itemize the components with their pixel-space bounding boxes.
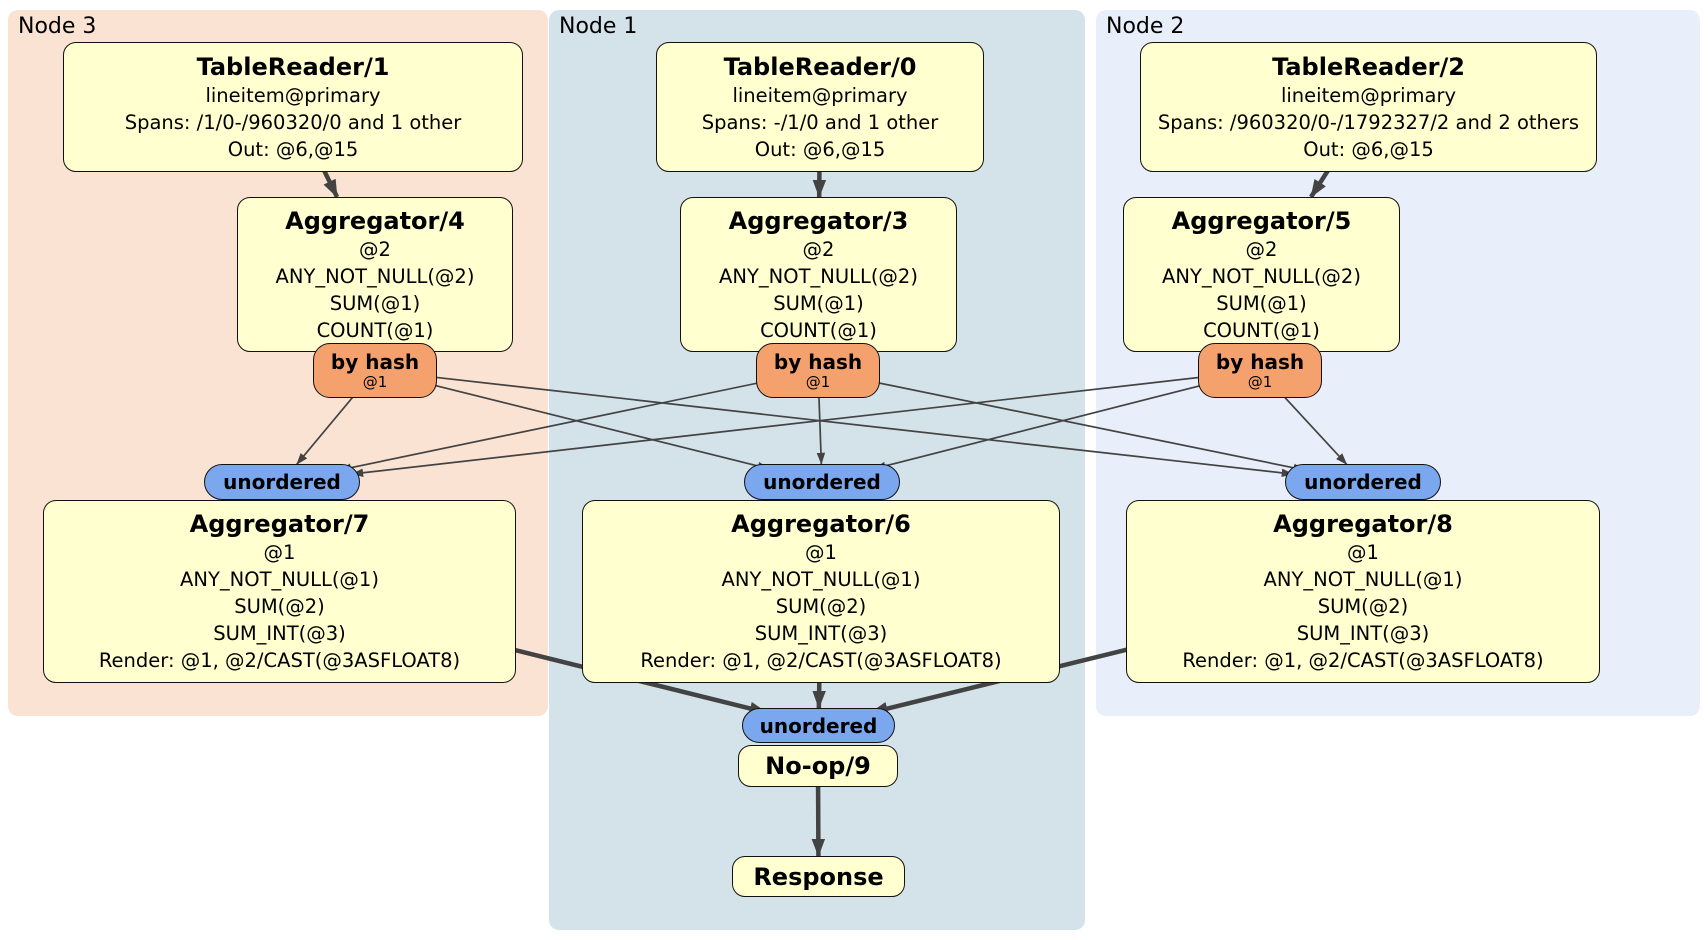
node-title: unordered [1304,470,1422,494]
node-title: Response [753,862,884,891]
node-line: ANY_NOT_NULL(@2) [275,264,475,288]
node-line: SUM(@2) [1317,595,1409,618]
node-line: lineitem@primary [732,83,908,107]
node-line: Out: @6,@15 [1303,137,1434,161]
node-subtitle: @1 [362,373,388,391]
node-line: COUNT(@1) [1203,318,1320,342]
edge-byhash4-unordered6 [374,369,770,471]
edge-byhash5-unordered7 [351,369,1261,477]
node-title: Aggregator/8 [1273,510,1453,538]
node-title: by hash [1215,350,1305,374]
node-title: No-op/9 [765,752,871,780]
node-title: TableReader/0 [723,52,917,81]
node-title: Aggregator/7 [189,510,370,538]
node-line: @2 [802,237,835,261]
node-line: SUM(@2) [234,595,325,618]
node-line: Out: @6,@15 [754,137,886,161]
node-subtitle: @1 [805,373,831,391]
node-line: @1 [805,541,837,564]
node-line: ANY_NOT_NULL(@2) [719,264,918,288]
node-line: lineitem@primary [1280,83,1457,107]
node-title: Aggregator/3 [728,206,909,235]
node-line: SUM(@1) [329,291,421,315]
node-line: ANY_NOT_NULL(@1) [1263,568,1463,591]
node-line: Out: @6,@15 [227,137,359,161]
node-byhash5: by hash@1 [1198,343,1322,398]
node-unordered8: unordered [1285,464,1441,500]
node-line: ANY_NOT_NULL(@2) [1162,264,1361,288]
node-response: Response [732,856,905,897]
edge-byhash5-unordered6 [873,369,1261,471]
node-byhash4: by hash@1 [313,343,437,398]
node-title: TableReader/1 [196,52,390,81]
edge-byhash4-unordered8 [374,369,1294,478]
node-title: Aggregator/6 [731,510,911,538]
node-line: COUNT(@1) [316,318,434,342]
node-line: Spans: /1/0-/960320/0 and 1 other [124,110,462,134]
node-unordered9: unordered [742,708,895,743]
node-title: Aggregator/5 [1171,206,1352,235]
region-label: Node 2 [1106,14,1185,39]
node-line: SUM_INT(@3) [754,622,888,645]
node-byhash3: by hash@1 [756,343,880,398]
node-line: Render: @1, @2/CAST(@3ASFLOAT8) [1182,649,1544,672]
node-title: Aggregator/4 [285,206,465,235]
node-unordered6: unordered [744,464,900,500]
node-title: unordered [223,470,341,494]
node-line: lineitem@primary [205,83,381,107]
node-line: Render: @1, @2/CAST(@3ASFLOAT8) [640,649,1002,672]
node-line: COUNT(@1) [760,318,877,342]
node-line: ANY_NOT_NULL(@1) [721,568,921,591]
edge-byhash3-unordered7 [339,369,819,472]
node-line: Render: @1, @2/CAST(@3ASFLOAT8) [98,649,461,672]
node-line: @2 [1245,237,1278,261]
node-line: SUM(@1) [773,291,864,315]
node-unordered7: unordered [204,464,360,500]
node-line: ANY_NOT_NULL(@1) [180,568,379,591]
node-title: unordered [759,713,878,738]
node-line: SUM_INT(@3) [213,622,346,645]
node-line: SUM(@1) [1216,291,1307,315]
node-line: SUM_INT(@3) [1296,622,1430,645]
node-line: @1 [263,541,296,564]
node-title: TableReader/2 [1272,52,1465,81]
node-subtitle: @1 [1247,373,1273,391]
region-label: Node 1 [559,14,638,39]
node-line: @1 [1347,541,1379,564]
node-line: Spans: /960320/0-/1792327/2 and 2 others [1157,110,1580,134]
node-line: @2 [359,237,391,261]
region-label: Node 3 [18,14,97,39]
node-title: by hash [330,350,420,374]
node-line: Spans: -/1/0 and 1 other [701,110,939,134]
node-title: by hash [773,350,863,374]
node-title: unordered [763,470,881,494]
node-line: SUM(@2) [775,595,867,618]
node-noop9: No-op/9 [738,745,898,787]
